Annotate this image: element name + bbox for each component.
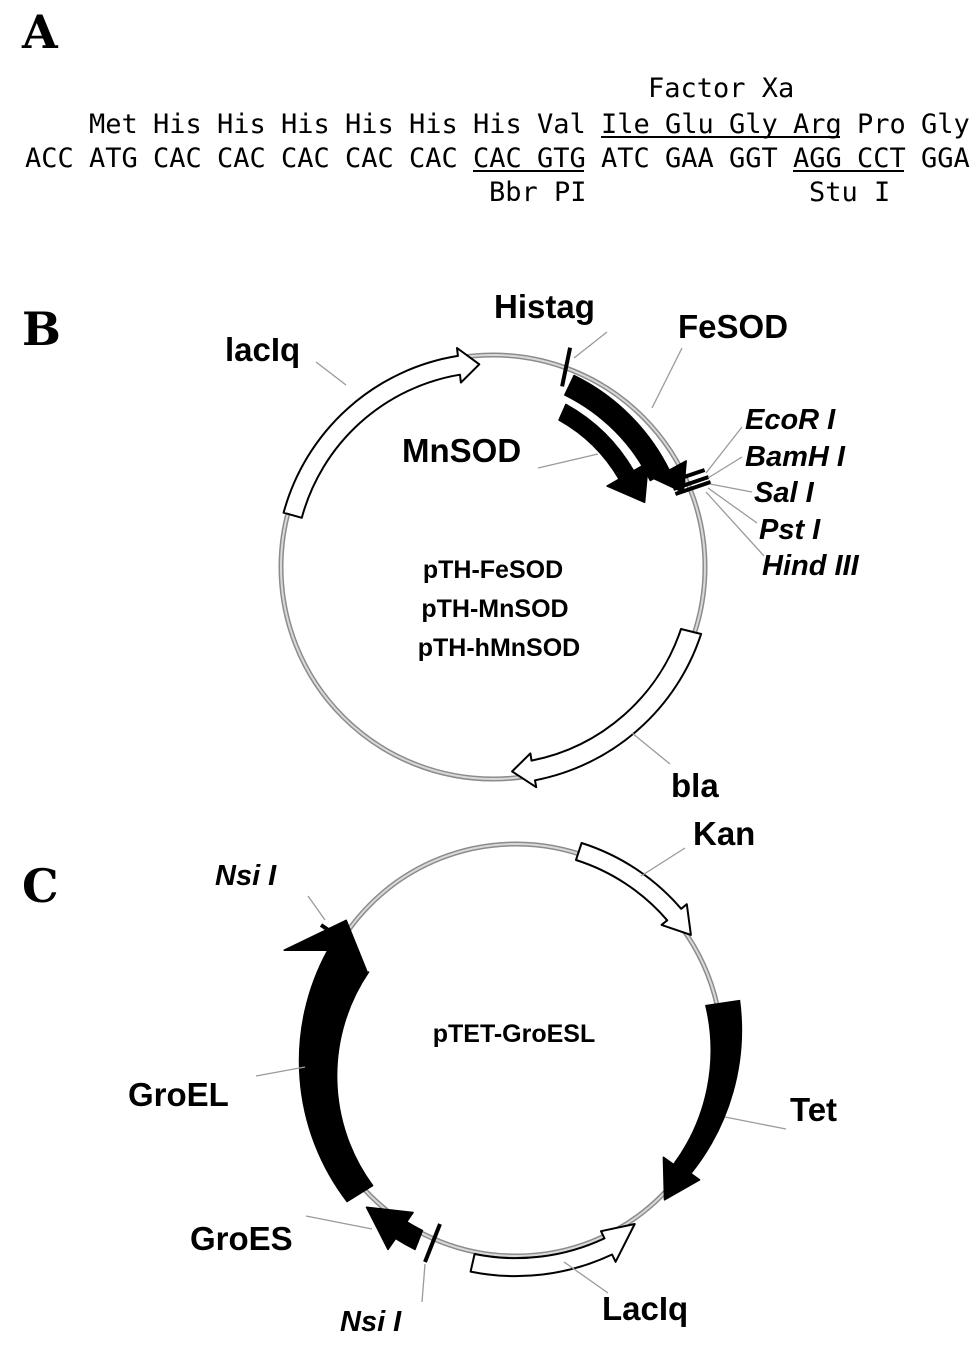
bla-gene-arrow xyxy=(511,628,703,789)
kan-label: Kan xyxy=(693,815,755,852)
codon: AGG xyxy=(793,143,842,174)
groel-leader xyxy=(255,1066,306,1077)
laclq-label: LacIq xyxy=(602,1290,688,1327)
plasmid-name: pTH-FeSOD xyxy=(423,556,563,584)
groes-label: GroES xyxy=(190,1220,293,1257)
amino-acid: Arg xyxy=(793,109,842,140)
laclq-leader xyxy=(563,1261,609,1294)
amino-acid: Glu xyxy=(665,109,714,140)
nucleotide-row: ACC ATG CAC CAC CAC CAC CAC CAC GTG ATC … xyxy=(25,143,970,174)
groel-gene-arrow xyxy=(283,919,374,1203)
amino-acid: Val xyxy=(537,109,586,140)
codon: CAC xyxy=(281,143,330,174)
codon: CAC xyxy=(153,143,202,174)
cloning-site-tick xyxy=(672,475,710,491)
mnsod-gene-arrow xyxy=(558,403,650,504)
sali-site-label: Sal I xyxy=(754,477,815,509)
plasmid-name: pTH-MnSOD xyxy=(421,595,568,623)
codon: ATG xyxy=(89,143,138,174)
amino-acid: Gly xyxy=(921,109,970,140)
codon: ACC xyxy=(25,143,74,174)
plasmid-name: pTH-hMnSOD xyxy=(418,634,580,662)
stui-site-label: Stu I xyxy=(809,177,890,208)
panel-b-letter: B xyxy=(22,302,61,356)
hindiii-leader xyxy=(705,491,765,557)
bamhi-leader xyxy=(707,456,743,479)
amino-acid: His xyxy=(409,109,458,140)
mnsod-leader xyxy=(537,453,599,469)
nsii-bottom-label: Nsi I xyxy=(340,1306,402,1338)
amino-acid: His xyxy=(281,109,330,140)
bbrpi-site-label: Bbr PI xyxy=(489,177,587,208)
ecori-leader xyxy=(705,426,743,474)
panel-c-letter: C xyxy=(22,859,59,913)
fesod-leader xyxy=(651,347,683,409)
nsii-top-label: Nsi I xyxy=(215,860,277,892)
codon: CAC xyxy=(217,143,266,174)
codon: GGT xyxy=(729,143,778,174)
sali-leader xyxy=(709,483,753,493)
hindiii-site-label: Hind III xyxy=(762,550,860,582)
bla-label: bla xyxy=(671,767,719,804)
nsii-top-leader xyxy=(307,895,326,921)
tet-label: Tet xyxy=(790,1091,837,1128)
amino-acid: His xyxy=(153,109,202,140)
mnsod-label: MnSOD xyxy=(402,432,521,469)
codon: GAA xyxy=(665,143,714,174)
kan-gene-arrow xyxy=(575,842,692,936)
ecori-site-label: EcoR I xyxy=(745,404,836,436)
bla-leader xyxy=(631,732,671,765)
codon: CAC xyxy=(345,143,394,174)
nsii-top-tick xyxy=(319,923,348,944)
amino-acid-row: Met His His His His His His Val Ile Glu … xyxy=(89,109,970,140)
psti-leader xyxy=(707,487,758,524)
codon: ATC xyxy=(601,143,650,174)
plasmid-name: pTET-GroESL xyxy=(433,1020,596,1048)
codon: CAC xyxy=(473,143,522,174)
laclq-gene-arrow xyxy=(282,347,481,519)
laclq-leader xyxy=(315,361,347,386)
cloning-site-tick xyxy=(674,480,712,496)
nsii-bottom-leader xyxy=(421,1263,426,1303)
nsii-bottom-tick xyxy=(423,1223,442,1263)
amino-acid: Met xyxy=(89,109,138,140)
psti-site-label: Pst I xyxy=(759,514,821,546)
codon: GTG xyxy=(537,143,586,174)
histag-label: Histag xyxy=(494,288,595,325)
codon: CAC xyxy=(409,143,458,174)
amino-acid: His xyxy=(345,109,394,140)
groes-leader xyxy=(305,1215,373,1230)
bamhi-site-label: BamH I xyxy=(745,441,846,473)
factor-xa-label: Factor Xa xyxy=(648,73,794,104)
groel-label: GroEL xyxy=(128,1076,229,1113)
panel-c: C Kan Nsi I Tet GroEL GroES LacIq Nsi I xyxy=(22,815,837,1338)
amino-acid: Gly xyxy=(729,109,778,140)
codon: GGA xyxy=(921,143,970,174)
laclq-gene-arrow xyxy=(469,1223,636,1278)
panel-a: A Factor Xa Met His His His His His His … xyxy=(21,5,970,208)
amino-acid: Pro xyxy=(857,109,906,140)
amino-acid: His xyxy=(217,109,266,140)
laclq-label: lacIq xyxy=(225,331,300,368)
cloning-site-tick xyxy=(668,468,706,484)
panel-a-letter: A xyxy=(21,5,59,59)
histag-leader xyxy=(573,331,608,359)
amino-acid: His xyxy=(473,109,522,140)
codon: CCT xyxy=(857,143,906,174)
histag-site-tick xyxy=(560,347,573,387)
tet-gene-arrow xyxy=(662,999,743,1201)
amino-acid: Ile xyxy=(601,109,650,140)
groes-gene-arrow xyxy=(365,1206,424,1251)
tet-leader xyxy=(724,1116,787,1130)
fesod-label: FeSOD xyxy=(678,308,788,345)
panel-b: B Histag FeSOD lacIq MnSOD EcoR I xyxy=(22,288,860,804)
kan-leader xyxy=(640,847,686,877)
plasmid-backbone-highlight xyxy=(280,354,706,780)
